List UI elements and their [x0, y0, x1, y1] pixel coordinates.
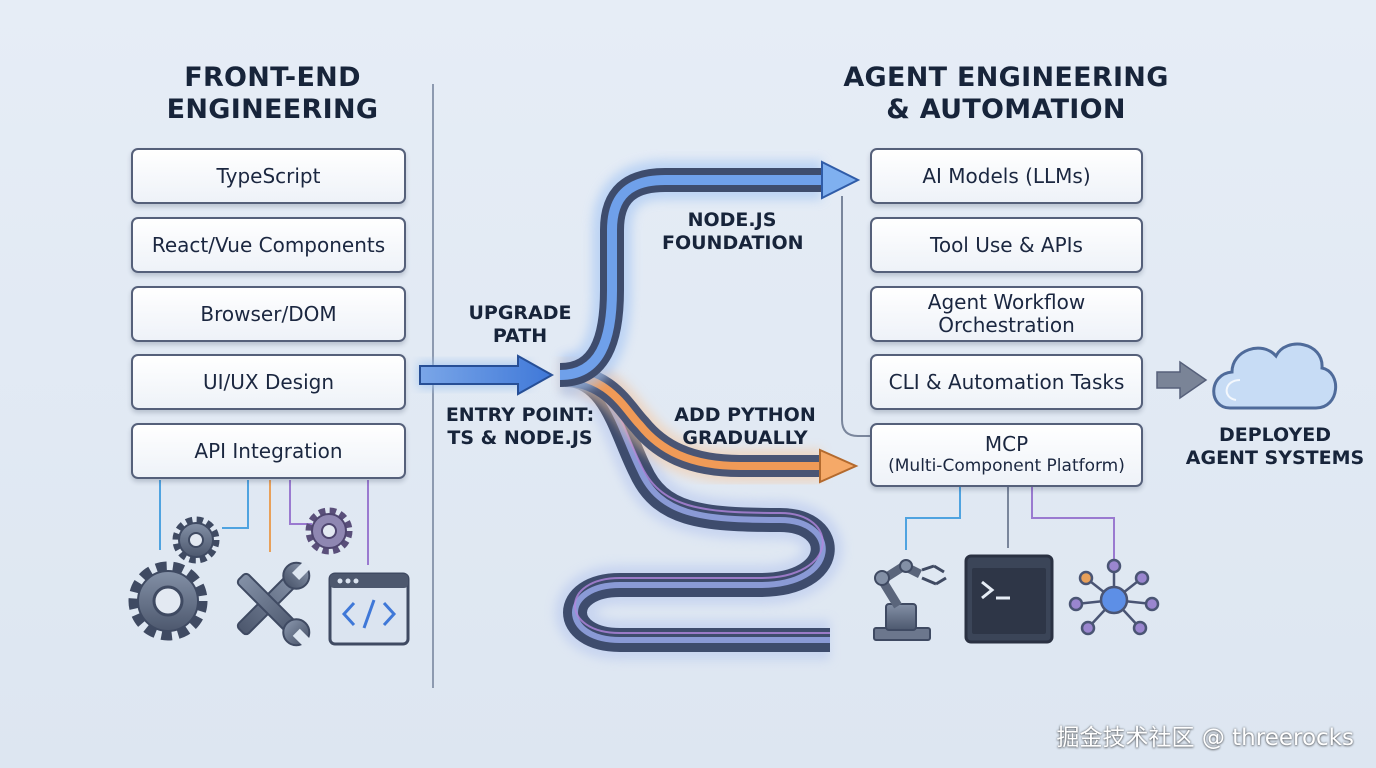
agent-workflow-line2: Orchestration: [938, 313, 1075, 337]
agent-item-ai-models: AI Models (LLMs): [870, 148, 1143, 204]
deployed-line1: DEPLOYED: [1218, 424, 1332, 446]
upgrade-path-line1: UPGRADE: [468, 302, 572, 324]
mcp-subtitle: (Multi-Component Platform): [888, 456, 1125, 476]
entry-arrow: [418, 354, 555, 396]
agent-title: AGENT ENGINEERING & AUTOMATION: [830, 62, 1182, 126]
front-end-item-typescript: TypeScript: [131, 148, 406, 204]
agent-connectors: [905, 487, 1115, 560]
small-gear-icon: [172, 516, 220, 564]
terminal-icon: [964, 554, 1054, 644]
upgrade-path-label: UPGRADE PATH: [456, 302, 584, 348]
agent-item-mcp: MCP (Multi-Component Platform): [870, 423, 1143, 487]
watermark: 掘金技术社区 @ threerocks: [1056, 725, 1354, 751]
robot-arm-icon: [873, 559, 947, 641]
cloud-icon: [1212, 342, 1338, 410]
front-end-title: FRONT-END ENGINEERING: [120, 62, 425, 126]
wrench-screwdriver-icon: [236, 561, 312, 648]
front-end-item-components: React/Vue Components: [131, 217, 406, 273]
mcp-title: MCP: [984, 432, 1029, 456]
front-end-title-line1: FRONT-END: [184, 62, 361, 93]
node-foundation-line2: FOUNDATION: [662, 232, 804, 254]
entry-point-line2: TS & NODE.JS: [447, 427, 593, 449]
node-foundation-line1: NODE.JS: [687, 209, 777, 231]
agent-title-line2: & AUTOMATION: [886, 94, 1126, 125]
front-end-item-ui-ux: UI/UX Design: [131, 354, 406, 410]
agent-workflow-line1: Agent Workflow: [927, 290, 1086, 314]
front-end-item-api-integration: API Integration: [131, 423, 406, 479]
deploy-arrow: [1156, 360, 1208, 400]
front-end-item-browser-dom: Browser/DOM: [131, 286, 406, 342]
add-python-line1: ADD PYTHON: [674, 404, 816, 426]
agent-item-cli: CLI & Automation Tasks: [870, 354, 1143, 410]
small-gear-purple-icon: [305, 507, 353, 555]
entry-point-label: ENTRY POINT: TS & NODE.JS: [440, 404, 600, 450]
entry-point-line1: ENTRY POINT:: [445, 404, 595, 426]
agent-title-line1: AGENT ENGINEERING: [843, 62, 1169, 93]
add-python-line2: GRADUALLY: [682, 427, 808, 449]
front-end-title-line2: ENGINEERING: [166, 94, 379, 125]
upgrade-path-line2: PATH: [492, 325, 548, 347]
agent-item-tool-use: Tool Use & APIs: [870, 217, 1143, 273]
gear-icon: [128, 561, 208, 641]
node-path: [558, 160, 861, 395]
node-foundation-label: NODE.JS FOUNDATION: [662, 209, 804, 255]
code-window-icon: [328, 572, 410, 646]
deployed-label: DEPLOYED AGENT SYSTEMS: [1180, 424, 1370, 470]
front-end-connectors: [159, 480, 369, 565]
agent-item-workflow: Agent Workflow Orchestration: [870, 286, 1143, 342]
agent-connector: [841, 196, 870, 437]
winding-path: [555, 355, 843, 660]
deployed-line2: AGENT SYSTEMS: [1185, 447, 1365, 469]
add-python-label: ADD PYTHON GRADUALLY: [670, 404, 820, 450]
network-node-icon: [1068, 558, 1160, 636]
